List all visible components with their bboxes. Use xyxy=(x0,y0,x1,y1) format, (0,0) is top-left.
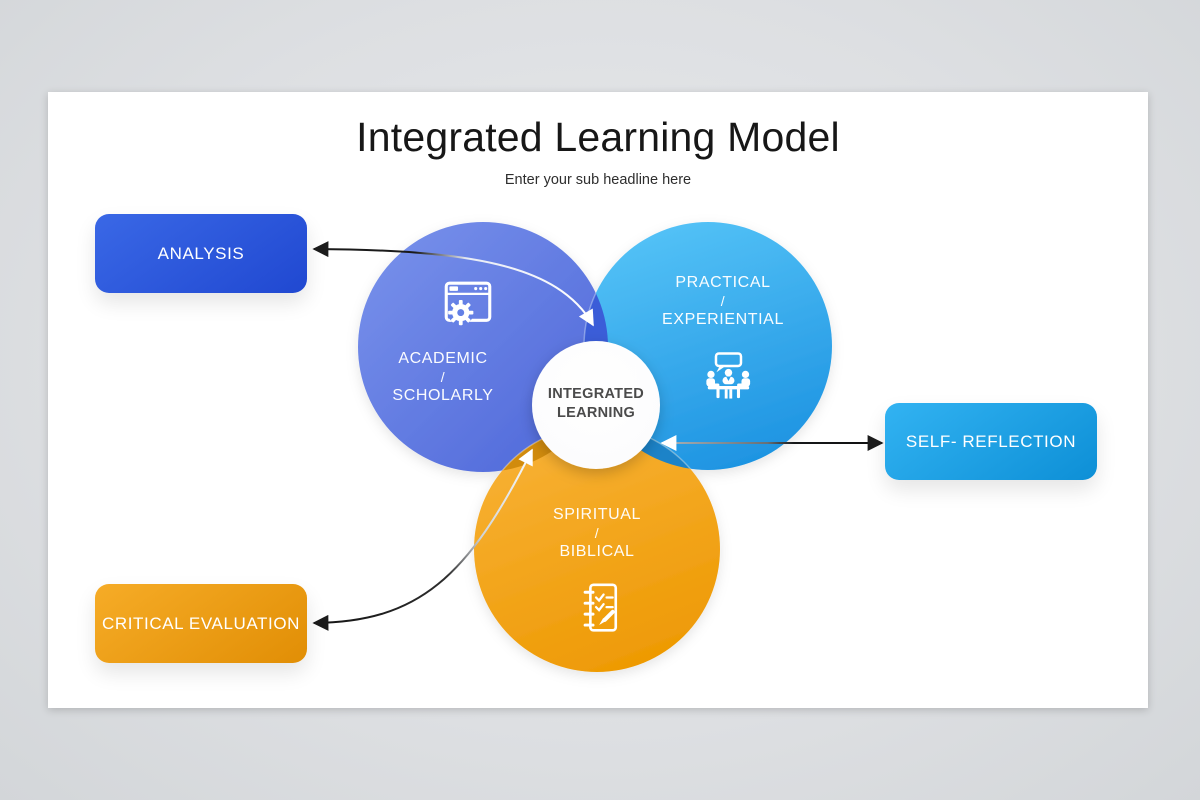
arrow-analysis xyxy=(312,241,594,327)
label-academic: ACADEMIC / SCHOLARLY xyxy=(343,349,543,406)
center-label-line1: INTEGRATED xyxy=(547,386,645,402)
label-academic-line2: SCHOLARLY xyxy=(392,387,494,404)
venn-circle-spiritual xyxy=(474,426,720,672)
browser-gear-icon xyxy=(439,277,497,331)
label-academic-separator: / xyxy=(440,369,446,385)
callout-analysis-label: ANALYSIS xyxy=(157,243,245,263)
callout-analysis: ANALYSIS xyxy=(95,214,307,293)
center-label-line2: LEARNING xyxy=(556,405,636,421)
meeting-icon xyxy=(697,352,759,402)
label-academic-line1: ACADEMIC xyxy=(398,350,488,367)
center-circle xyxy=(532,341,660,469)
sub-headline: Enter your sub headline here xyxy=(504,172,692,188)
callout-critical-evaluation: CRITICAL EVALUATION xyxy=(95,584,307,663)
notebook-checklist-icon xyxy=(572,580,628,636)
label-practical-separator: / xyxy=(720,293,726,309)
slide: Integrated Learning Model Enter your sub… xyxy=(48,92,1148,708)
label-spiritual-separator: / xyxy=(594,525,600,541)
label-spiritual: SPIRITUAL / BIBLICAL xyxy=(497,505,697,562)
callout-self-reflection-label: SELF- REFLECTION xyxy=(905,431,1077,451)
label-spiritual-line2: BIBLICAL xyxy=(559,543,635,560)
label-spiritual-line1: SPIRITUAL xyxy=(552,506,642,523)
venn-diagram xyxy=(312,222,884,672)
label-practical: PRACTICAL / EXPERIENTIAL xyxy=(603,273,843,330)
page-title: Integrated Learning Model xyxy=(356,114,840,160)
label-practical-line1: PRACTICAL xyxy=(675,274,771,291)
arrow-critical-evaluation xyxy=(312,448,533,631)
callout-critical-evaluation-label: CRITICAL EVALUATION xyxy=(101,613,301,633)
callout-self-reflection: SELF- REFLECTION xyxy=(885,403,1097,480)
center-label: INTEGRATED LEARNING xyxy=(526,385,666,423)
label-practical-line2: EXPERIENTIAL xyxy=(662,311,784,328)
